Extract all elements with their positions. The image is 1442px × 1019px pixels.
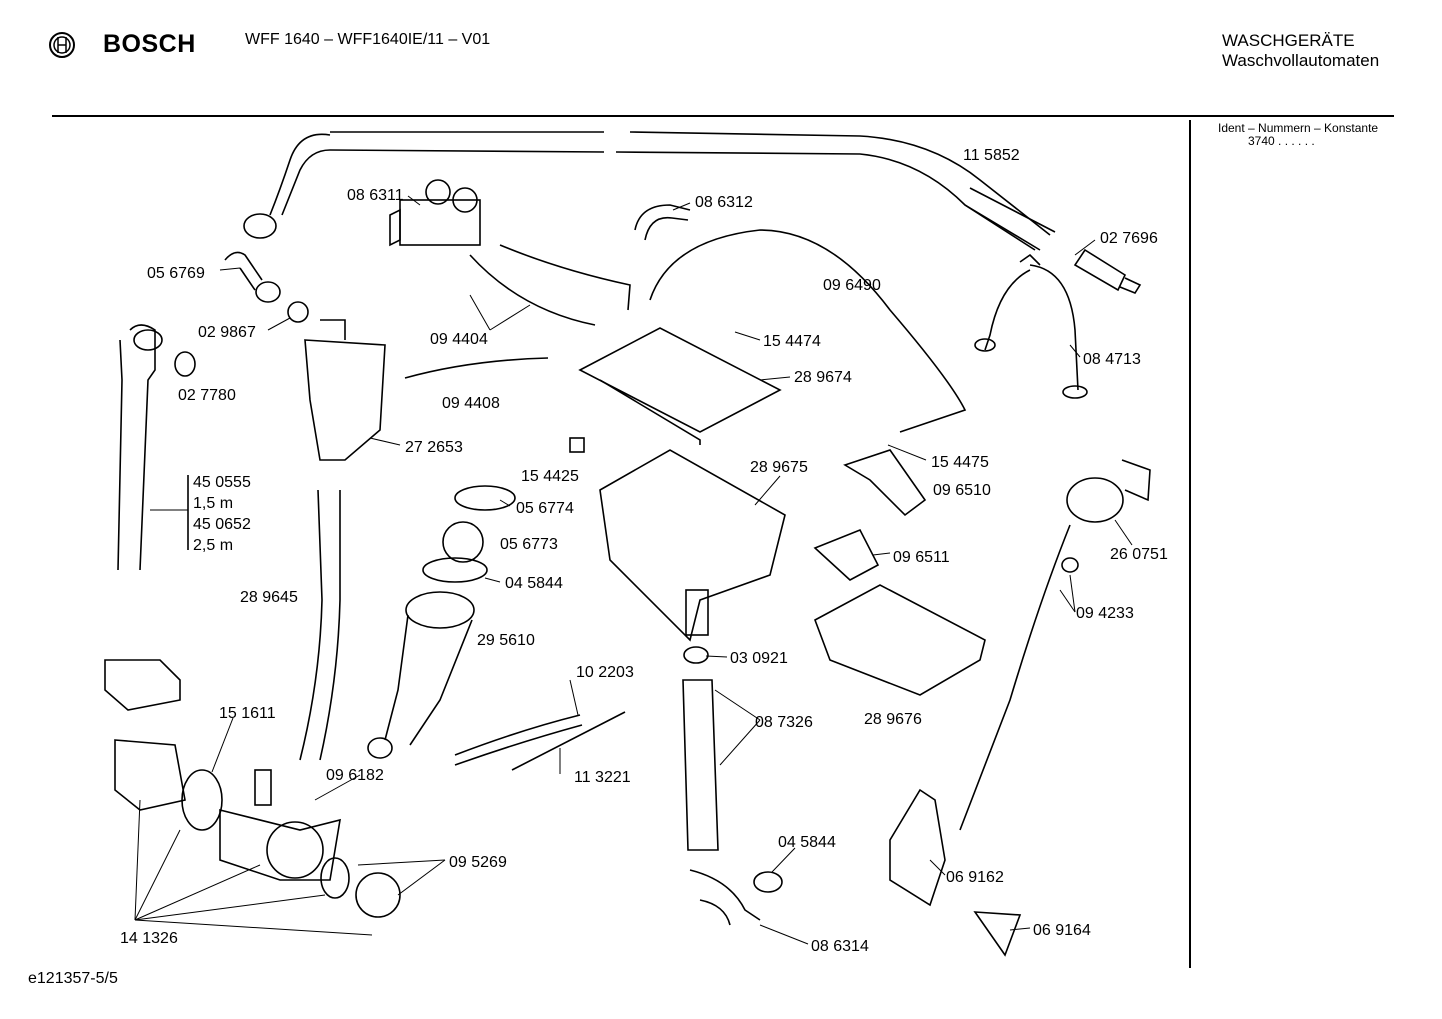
label-096510: 09 6510: [933, 482, 991, 499]
bracket-069162-drawing: [889, 788, 946, 907]
rod-113221-drawing: [511, 711, 626, 771]
label-102203: 10 2203: [576, 664, 634, 681]
elbow-086312-drawing: [634, 204, 691, 241]
hose-094404-drawing: [469, 244, 631, 326]
inlet-valve-drawing: [389, 179, 481, 247]
label-115852: 11 5852: [963, 147, 1020, 164]
label-027780: 02 7780: [178, 387, 236, 404]
ident-label: Ident – Nummern – Konstante: [1218, 121, 1379, 135]
drain-hose-drawing: [117, 324, 163, 571]
pump-motor-drawing: [104, 659, 186, 811]
label-096182: 09 6182: [326, 767, 384, 784]
brand-name: BOSCH: [103, 30, 196, 58]
leader-lines: [134, 195, 1133, 945]
seal-151611-drawing: [181, 769, 223, 831]
bellows-295610-drawing: [367, 591, 475, 759]
label-086311: 08 6311: [347, 187, 404, 204]
hose-102203-drawing: [454, 714, 583, 766]
label-hose-length-15: 1,5 m: [193, 495, 233, 512]
label-154475: 15 4475: [931, 454, 989, 471]
ident-value: 3740 . . . . . .: [1248, 134, 1315, 148]
label-084713: 08 4713: [1083, 351, 1141, 368]
latch-096511-drawing: [813, 528, 880, 581]
hose-bracket-drawing: [974, 253, 1088, 399]
cover-289674-drawing: [578, 327, 782, 445]
label-hose-length-25: 2,5 m: [193, 537, 233, 554]
pump-housing-drawing: [219, 769, 341, 881]
label-027696: 02 7696: [1100, 230, 1158, 247]
label-094404: 09 4404: [430, 331, 488, 348]
label-045844b: 04 5844: [778, 834, 836, 851]
lever-096510-drawing: [843, 449, 927, 517]
model-title: WFF 1640 – WFF1640IE/11 – V01: [245, 31, 491, 48]
hose-clip-094233-drawing: [1061, 557, 1079, 573]
label-095269: 09 5269: [449, 854, 507, 871]
label-289676: 28 9676: [864, 711, 922, 728]
label-069164: 06 9164: [1033, 922, 1091, 939]
seal-027780-drawing: [174, 351, 196, 377]
label-056774: 05 6774: [516, 500, 574, 517]
ball-056773-drawing: [442, 521, 484, 563]
hose-pressure-drawing: [959, 524, 1071, 831]
label-289674: 28 9674: [794, 369, 852, 386]
document-code: e121357-5/5: [28, 970, 118, 987]
label-045844a: 04 5844: [505, 575, 563, 592]
inlet-hose-drawing: [243, 131, 1056, 251]
seal-095269-drawing: [320, 857, 350, 899]
label-154425: 15 4425: [521, 468, 579, 485]
tank-272653-drawing: [304, 319, 386, 461]
label-272653: 27 2653: [405, 439, 463, 456]
bosch-logo-icon: [49, 32, 75, 58]
label-056773: 05 6773: [500, 536, 558, 553]
hose-094408-drawing: [404, 357, 549, 379]
pressure-switch-drawing: [1066, 459, 1151, 523]
category-title: WASCHGERÄTE: [1222, 31, 1355, 50]
label-094408: 09 4408: [442, 395, 500, 412]
pipe-087326-drawing: [682, 679, 719, 851]
label-141326: 14 1326: [120, 930, 178, 947]
label-094233: 09 4233: [1076, 605, 1134, 622]
label-113221: 11 3221: [574, 769, 631, 786]
label-069162: 06 9162: [946, 869, 1004, 886]
label-086312: 08 6312: [695, 194, 753, 211]
filter-095269-drawing: [355, 872, 401, 918]
label-260751: 26 0751: [1110, 546, 1168, 563]
seal-030921-drawing: [683, 646, 709, 664]
hose-096490-drawing: [649, 229, 967, 433]
label-096511: 09 6511: [893, 549, 950, 566]
label-056769: 05 6769: [147, 265, 205, 282]
label-289675: 28 9675: [750, 459, 808, 476]
label-151611: 15 1611: [219, 705, 276, 722]
part-069164-drawing: [973, 911, 1022, 957]
hose-086314-drawing: [689, 869, 761, 926]
label-096490: 09 6490: [823, 277, 881, 294]
drawer-289676-drawing: [814, 584, 986, 696]
label-289645: 28 9645: [240, 589, 298, 606]
seal-056774-drawing: [454, 485, 516, 511]
dispenser-housing-drawing: [599, 449, 786, 642]
clamp-045844-drawing: [422, 557, 488, 583]
label-295610: 29 5610: [477, 632, 535, 649]
label-hose-450652: 45 0652: [193, 516, 251, 533]
plug-154425-drawing: [569, 437, 585, 453]
category-subtitle: Waschvollautomaten: [1222, 51, 1380, 70]
elbow-hose-drawing: [224, 251, 281, 303]
connector-027696-drawing: [1073, 248, 1142, 294]
seal-029867-drawing: [287, 301, 309, 323]
label-087326: 08 7326: [755, 714, 813, 731]
clamp-045844b-drawing: [753, 871, 783, 893]
label-086314: 08 6314: [811, 938, 869, 955]
label-030921: 03 0921: [730, 650, 788, 667]
label-hose-450555: 45 0555: [193, 474, 251, 491]
label-154474: 15 4474: [763, 333, 821, 350]
hose-289645-drawing: [299, 489, 341, 761]
label-029867: 02 9867: [198, 324, 256, 341]
